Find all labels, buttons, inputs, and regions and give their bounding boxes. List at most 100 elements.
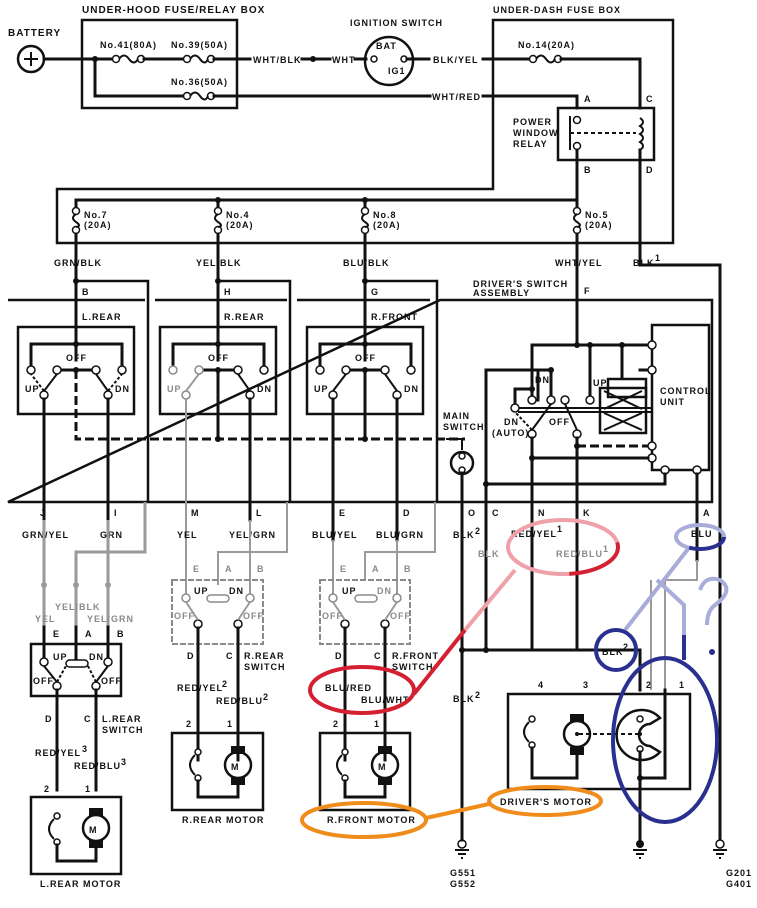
fuse-7: No.7 (20A) [71, 206, 111, 235]
wire-red-blu1: RED/BLU [556, 549, 603, 559]
up-label: UP [167, 384, 182, 394]
wire-sup: 2 [475, 690, 481, 700]
relay-label-3: RELAY [513, 139, 548, 149]
pin-b: B [117, 629, 125, 639]
dn-auto-label-2: (AUTO) [492, 428, 529, 438]
off-label: OFF [33, 676, 54, 686]
wire-blk1: BLK [633, 258, 655, 268]
pin-e: E [339, 508, 346, 518]
r-front-switch-label-1: R.FRONT [392, 651, 439, 661]
l-rear-switch-title: L.REAR [82, 312, 122, 322]
pin-c: C [226, 651, 234, 661]
g552-label: G552 [450, 879, 476, 889]
pin-a: A [372, 564, 380, 574]
dn-label: DN [115, 384, 130, 394]
drivers-switch-label-2: ASSEMBLY [473, 288, 530, 298]
battery: BATTERY [8, 28, 61, 74]
off-label: OFF [243, 611, 264, 621]
pin-o: O [468, 508, 476, 518]
l-rear-switch: E A B UP DN OFF OFF D C L.REAR SWITCH RE… [29, 625, 144, 792]
off-label: OFF [322, 611, 343, 621]
wire-wht-blk: WHT/BLK [253, 55, 302, 65]
off-label: OFF [66, 353, 87, 363]
pin-l: L [256, 508, 263, 518]
battery-label: BATTERY [8, 28, 61, 39]
wire-yel-blk-top: YEL/BLK [196, 258, 242, 268]
drivers-motor: 4 3 2 1 [506, 680, 692, 842]
wire-grn-blk: GRN/BLK [54, 258, 102, 268]
wire-grn-yel: GRN/YEL [22, 530, 69, 540]
ground-g201: G201 G401 [713, 839, 751, 889]
relay-terminal-d: D [646, 165, 654, 175]
l-rear-motor-label: L.REAR MOTOR [40, 879, 121, 889]
l-rear-switch-label-1: L.REAR [102, 714, 142, 724]
dn-label: DN [535, 375, 550, 385]
wire-sup: 2 [222, 679, 228, 689]
pin-h: H [224, 287, 232, 297]
wire-red-blu2: RED/BLU [216, 696, 263, 706]
fuse-5-rating: (20A) [585, 220, 613, 230]
fuse-5: No.5 (20A) [572, 206, 613, 235]
wire-blk-yel: BLK/YEL [433, 55, 479, 65]
wire-blk2-mid: BLK [453, 694, 475, 704]
fuse-4: No.4 (20A) [213, 206, 254, 235]
off-label: OFF [174, 611, 195, 621]
pin-1: 1 [227, 719, 233, 729]
r-rear-switch-label-1: R.REAR [244, 651, 285, 661]
wire-sup: 2 [475, 526, 481, 536]
up-label: UP [593, 378, 608, 388]
off-label: OFF [208, 353, 229, 363]
wire-wht: WHT [332, 55, 356, 65]
up-label: UP [342, 586, 357, 596]
wire-blu-blk: BLU/BLK [343, 258, 390, 268]
pin-e: E [340, 564, 347, 574]
pin-i: I [114, 508, 118, 518]
r-front-switch: E A B UP DN OFF OFF D C R.FRONT SWITCH B… [319, 564, 439, 762]
wire-wht-yel: WHT/YEL [555, 258, 603, 268]
pin-b: B [257, 564, 265, 574]
wire-blu-a: BLU [691, 529, 713, 539]
up-label: UP [194, 586, 209, 596]
fuse-7-label: No.7 [84, 210, 108, 220]
red-annotation [308, 518, 620, 715]
pin-m: M [191, 508, 200, 518]
under-hood-label: UNDER-HOOD FUSE/RELAY BOX [82, 5, 265, 16]
pin-c: C [84, 714, 92, 724]
pin-e: E [53, 629, 60, 639]
fuse-41-label: No.41(80A) [100, 40, 157, 50]
r-rear-motor: 2 1 M R.REAR MOTOR [170, 719, 265, 825]
pin-c: C [492, 508, 500, 518]
bat-terminal: BAT [376, 41, 397, 51]
pin-2: 2 [44, 784, 50, 794]
fuse-4-rating: (20A) [226, 220, 254, 230]
pin-4: 4 [538, 680, 544, 690]
ground-g551: G551 G552 [450, 839, 476, 889]
pin-3: 3 [583, 680, 589, 690]
g551-label: G551 [450, 868, 476, 878]
fuse-4-label: No.4 [226, 210, 250, 220]
wire-grn: GRN [100, 530, 123, 540]
fuse-8-rating: (20A) [373, 220, 401, 230]
dn-label: DN [404, 384, 419, 394]
dn-label: DN [89, 652, 104, 662]
off-label: OFF [355, 353, 376, 363]
l-rear-switch-label-2: SWITCH [102, 725, 144, 735]
dn-label: DN [229, 586, 244, 596]
r-front-switch-title: R.FRONT [371, 312, 418, 322]
ignition-switch: IGNITION SWITCH BAT IG1 [350, 18, 442, 87]
drivers-motor-label: DRIVER'S MOTOR [500, 797, 592, 807]
relay-label-2: WINDOW [513, 128, 559, 138]
pin-2: 2 [646, 680, 652, 690]
wire-sup: 2 [623, 642, 629, 652]
pin-1: 1 [374, 719, 380, 729]
under-dash-label: UNDER-DASH FUSE BOX [493, 5, 621, 15]
wire-blu-wht: BLU/WHT [361, 695, 410, 705]
wire-yel-grn-l: YEL/GRN [229, 530, 276, 540]
up-label: UP [53, 652, 68, 662]
pin-d: D [403, 508, 411, 518]
r-rear-switch: E A B UP DN OFF OFF D C R.REAR SWITCH RE… [171, 564, 285, 762]
relay-terminal-c: C [646, 94, 654, 104]
under-dash-fuse-box: UNDER-DASH FUSE BOX No.14(20A) POWER WIN… [55, 5, 722, 842]
pin-k: K [583, 508, 591, 518]
